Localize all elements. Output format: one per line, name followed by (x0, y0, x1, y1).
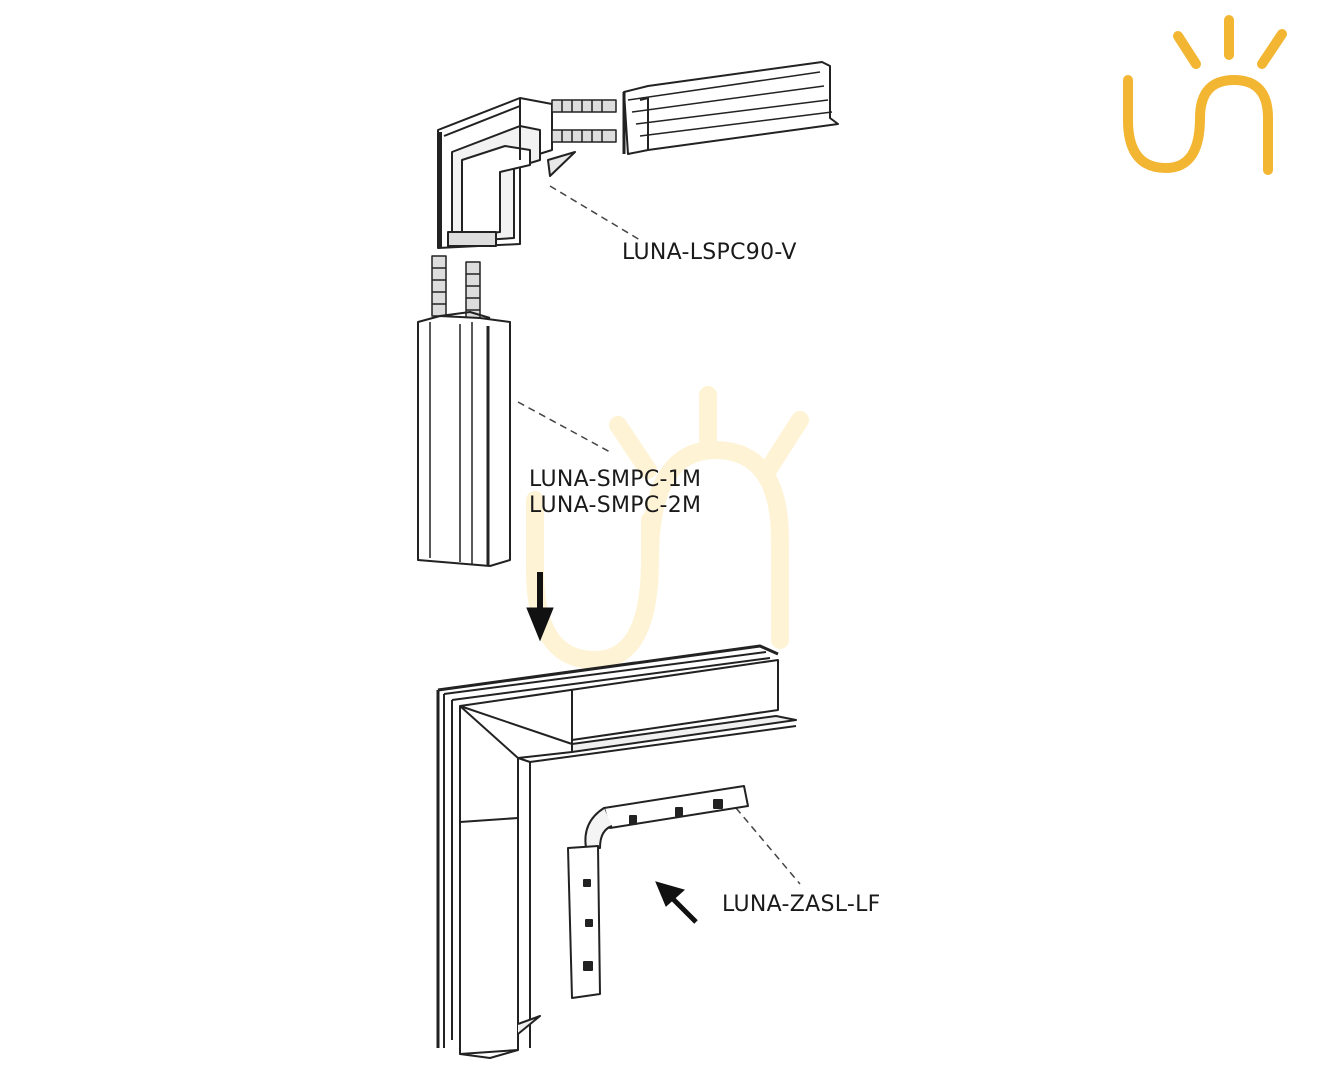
brand-logo (1123, 15, 1287, 175)
vertical-profile-short (417, 315, 511, 567)
l-frame-drawing (436, 644, 797, 1059)
leader-flex (735, 807, 801, 885)
watermark-ray-right (759, 411, 809, 479)
watermark-logo (526, 386, 809, 670)
logo-n (1195, 74, 1273, 175)
arrow-up-left-icon (655, 881, 698, 924)
logo-ray-right (1257, 29, 1287, 69)
connector-pins-horizontal (551, 99, 617, 143)
label-zasl-lf: LUNA-ZASL-LF (722, 892, 881, 917)
logo-u (1123, 75, 1205, 174)
leader-corner (549, 185, 641, 241)
leader-lines (517, 185, 801, 885)
label-smpc-group: LUNA-SMPC-1M LUNA-SMPC-2M (529, 467, 701, 519)
connector-pins-vertical (431, 255, 481, 323)
logo-ray-left (1173, 31, 1201, 69)
flexible-connector-drawing (567, 785, 749, 999)
label-lspc90-v: LUNA-LSPC90-V (622, 240, 797, 265)
watermark-u (526, 491, 659, 670)
watermark-ray-left (609, 416, 657, 479)
corner-connector-drawing (417, 61, 839, 567)
label-smpc-1m: LUNA-SMPC-1M (529, 467, 702, 492)
leader-profile (517, 401, 611, 453)
arrow-down-icon (526, 572, 554, 642)
label-smpc-2m: LUNA-SMPC-2M (529, 493, 702, 518)
watermark-n (641, 440, 789, 649)
